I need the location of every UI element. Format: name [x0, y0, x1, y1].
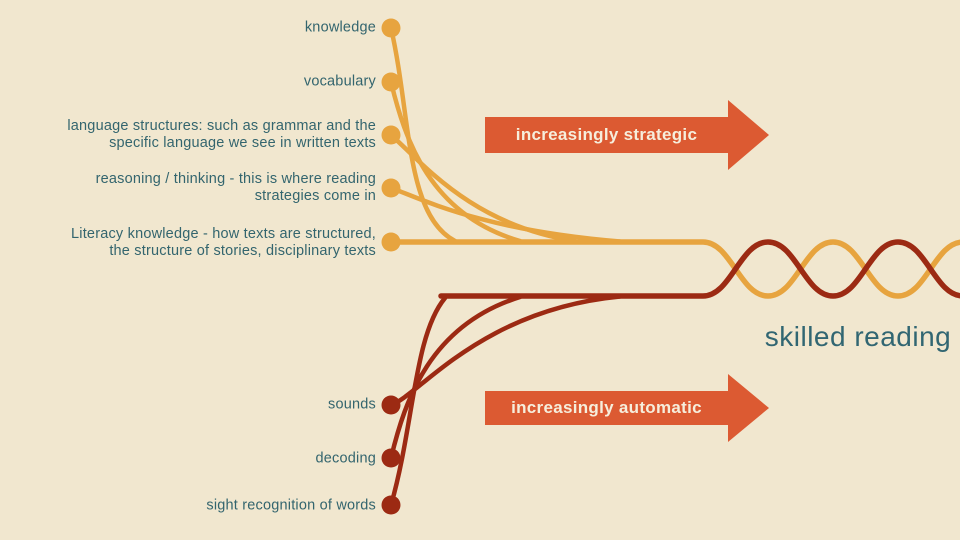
vocabulary-strand-curve [388, 79, 523, 244]
language-structures-dot [381, 125, 401, 145]
increasingly-strategic-arrow-shape [485, 100, 769, 170]
strand-label-sight-recognition: sight recognition of words [0, 498, 376, 515]
sounds-strand-curve [388, 294, 623, 408]
strand-label-line: knowledge [304, 19, 376, 36]
strand-label-knowledge: knowledge [0, 20, 376, 37]
red-strand-dots [381, 395, 401, 515]
sight-recognition-strand-curve [388, 295, 448, 508]
strand-label-line: reasoning / thinking - this is where rea… [95, 171, 376, 187]
strand-label-line: strategies come in [254, 188, 376, 204]
increasingly-strategic-arrow-label: increasingly strategic [515, 125, 698, 144]
sounds-dot [381, 395, 401, 415]
strand-label-vocabulary: vocabulary [0, 74, 376, 91]
strand-label-literacy-knowledge: Literacy knowledge - how texts are struc… [0, 226, 376, 260]
increasingly-automatic-arrow-shape [485, 374, 769, 442]
word-recognition-rope-wave [438, 239, 960, 299]
skilled-reading-label: skilled reading [764, 321, 952, 352]
decoding-strand-curve [388, 294, 523, 461]
strand-label-decoding: decoding [0, 451, 376, 468]
knowledge-dot [381, 18, 401, 38]
strand-label-line: vocabulary [303, 73, 376, 90]
word-recognition-strand-group [388, 239, 960, 508]
strand-label-line: sounds [328, 396, 376, 413]
arrows-group [485, 100, 769, 442]
strand-label-line: decoding [315, 450, 376, 467]
sight-recognition-dot [381, 495, 401, 515]
reasoning-strand-curve [388, 185, 623, 244]
increasingly-automatic-arrow-label: increasingly automatic [511, 398, 702, 417]
strand-label-line: Literacy knowledge - how texts are struc… [71, 226, 376, 242]
strand-label-line: sight recognition of words [206, 497, 376, 514]
strand-label-reasoning: reasoning / thinking - this is where rea… [0, 171, 376, 205]
literacy-knowledge-dot [381, 232, 401, 252]
language-comprehension-rope-wave [388, 239, 960, 299]
gold-strand-dots [381, 18, 401, 252]
language-comprehension-strand-group [388, 25, 960, 299]
decoding-dot [381, 448, 401, 468]
strand-label-line: specific language we see in written text… [109, 135, 376, 151]
strand-label-sounds: sounds [0, 397, 376, 414]
strand-label-line: language structures: such as grammar and… [67, 118, 376, 134]
strand-label-language-structures: language structures: such as grammar and… [0, 118, 376, 152]
reasoning-dot [381, 178, 401, 198]
strand-label-line: the structure of stories, disciplinary t… [109, 243, 376, 259]
vocabulary-dot [381, 72, 401, 92]
